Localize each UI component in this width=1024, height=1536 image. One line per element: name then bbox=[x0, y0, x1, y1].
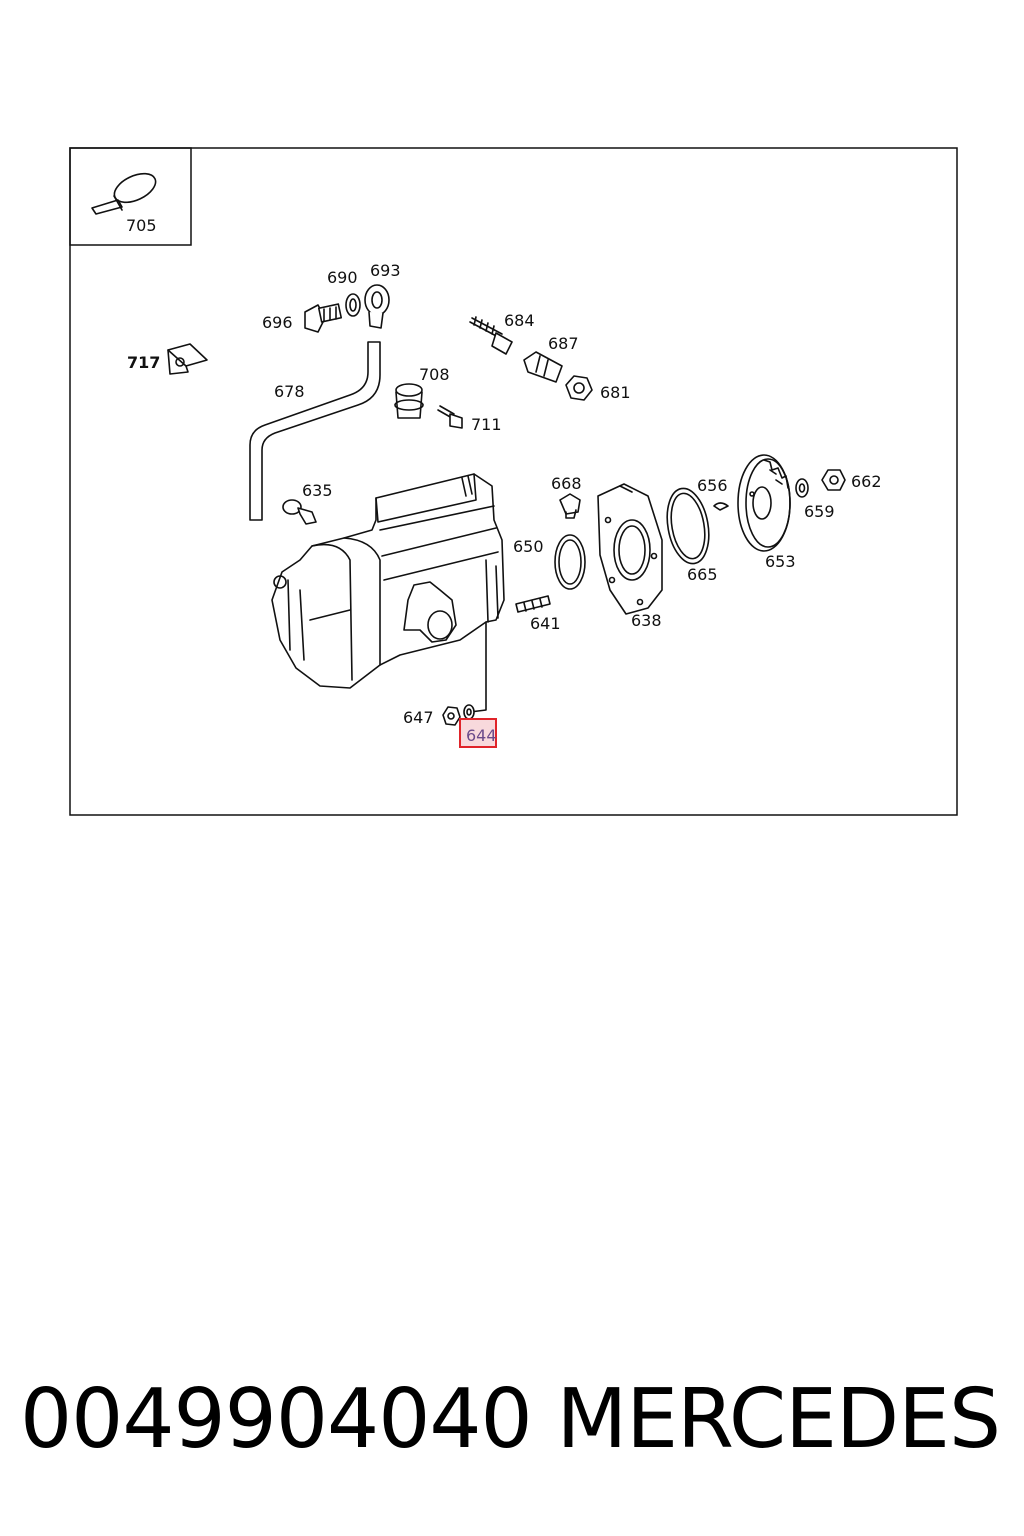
inset-box bbox=[69, 147, 192, 246]
highlight-box-644[interactable] bbox=[459, 718, 497, 748]
bolt-icon bbox=[559, 493, 581, 519]
woodruff-key-icon bbox=[713, 502, 729, 511]
hex-nut-icon bbox=[821, 469, 846, 491]
bleed-screw-icon bbox=[469, 316, 513, 355]
washer-icon bbox=[345, 293, 361, 317]
diagram-frame bbox=[69, 147, 958, 816]
lock-washer-icon bbox=[795, 478, 809, 498]
small-washer-icon bbox=[463, 704, 475, 720]
inset-label: 705 bbox=[126, 216, 157, 235]
callout-687: 687 bbox=[548, 334, 579, 353]
nut-icon bbox=[565, 375, 593, 401]
callout-678: 678 bbox=[274, 382, 305, 401]
screw-icon bbox=[437, 405, 463, 429]
small-nut-icon bbox=[442, 706, 461, 726]
fuel-hose-icon bbox=[249, 341, 381, 521]
fitting-icon bbox=[523, 351, 563, 383]
callout-690: 690 bbox=[327, 268, 358, 287]
callout-638: 638 bbox=[631, 611, 662, 630]
callout-693: 693 bbox=[370, 261, 401, 280]
callout-708: 708 bbox=[419, 365, 450, 384]
grommet-icon bbox=[394, 383, 424, 419]
callout-681: 681 bbox=[600, 383, 631, 402]
brand-name: MERCEDES bbox=[556, 1372, 1001, 1467]
bracket-icon bbox=[167, 343, 208, 375]
hollow-bolt-icon bbox=[304, 303, 343, 333]
callout-650: 650 bbox=[513, 537, 544, 556]
callout-684: 684 bbox=[504, 311, 535, 330]
callout-659: 659 bbox=[804, 502, 835, 521]
callout-653: 653 bbox=[765, 552, 796, 571]
callout-696: 696 bbox=[262, 313, 293, 332]
callout-662: 662 bbox=[851, 472, 882, 491]
callout-717: 717 bbox=[127, 353, 160, 372]
cable-tie-icon bbox=[91, 172, 157, 215]
callout-711: 711 bbox=[471, 415, 502, 434]
callout-665: 665 bbox=[687, 565, 718, 584]
banjo-fitting-icon bbox=[364, 284, 390, 329]
o-ring-icon bbox=[554, 534, 586, 590]
part-number: 0049904040 bbox=[20, 1372, 533, 1467]
callout-644[interactable]: 644 bbox=[466, 726, 497, 745]
parts-diagram: 705 717 696 690 693 678 708 711 bbox=[69, 147, 958, 816]
injection-pump-icon bbox=[271, 473, 505, 713]
callout-647: 647 bbox=[403, 708, 434, 727]
callout-641: 641 bbox=[530, 614, 561, 633]
stud-icon bbox=[515, 595, 551, 613]
valve-icon bbox=[282, 499, 317, 525]
flange-plate-icon bbox=[597, 483, 663, 615]
gasket-ring-icon bbox=[666, 487, 710, 565]
callout-668: 668 bbox=[551, 474, 582, 493]
callout-635: 635 bbox=[302, 481, 333, 500]
callout-656: 656 bbox=[697, 476, 728, 495]
timing-gear-icon bbox=[737, 454, 791, 552]
footer: 0049904040 MERCEDES bbox=[0, 1370, 1024, 1470]
